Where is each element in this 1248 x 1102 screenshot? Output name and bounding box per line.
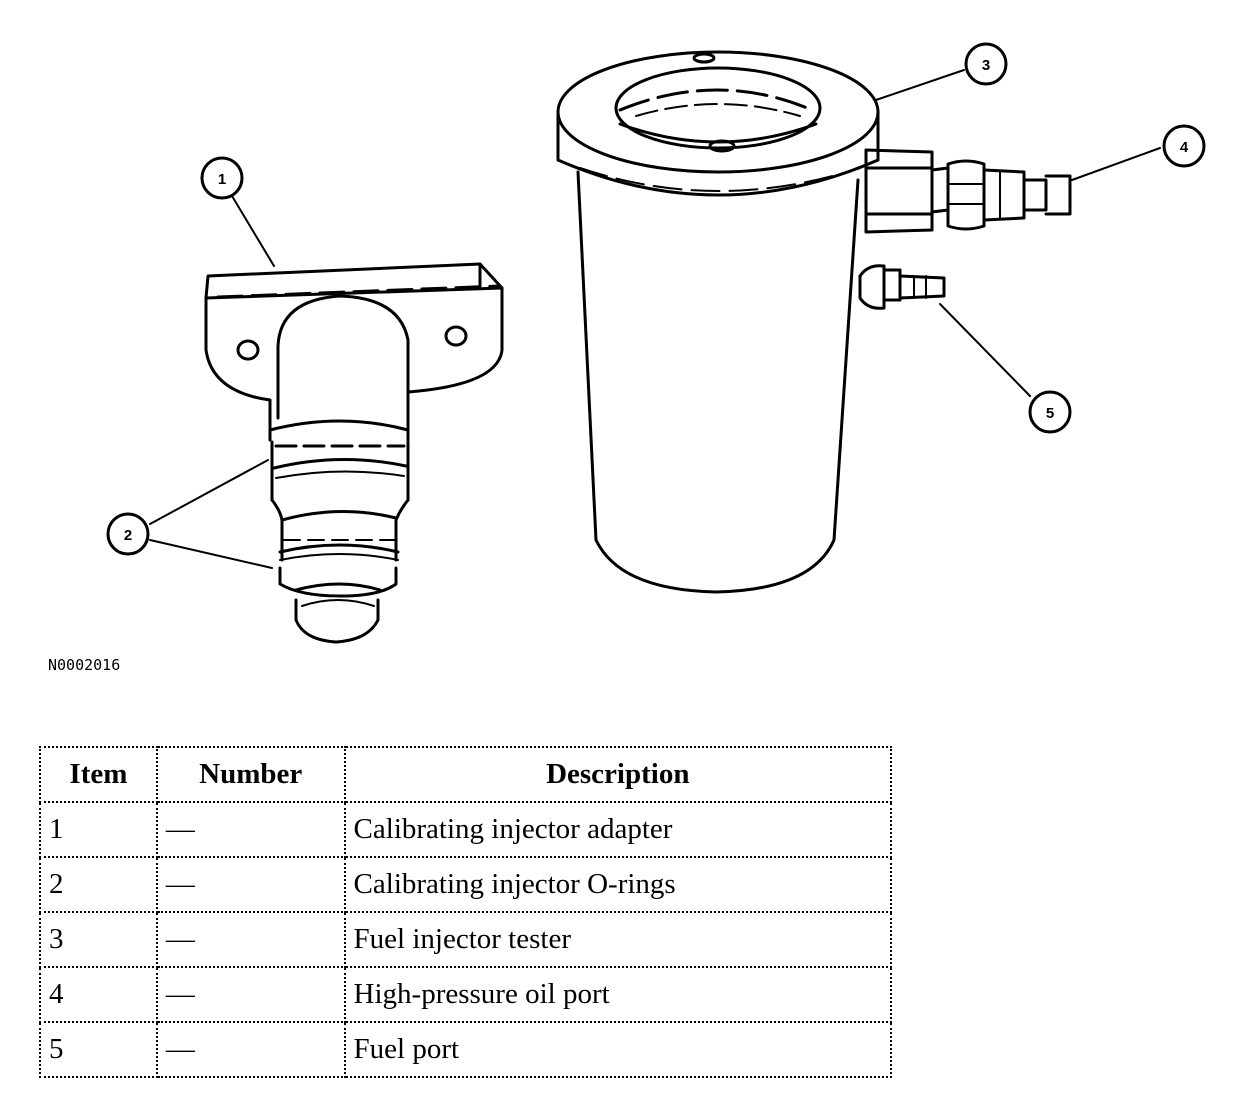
callout-5-label: 5 xyxy=(1046,405,1054,422)
callout-4-label: 4 xyxy=(1180,139,1189,156)
row-number: — xyxy=(155,856,346,913)
figure-code: N0002016 xyxy=(48,656,121,674)
table-row: 4 — High-pressure oil port xyxy=(39,966,893,1023)
table-row: 1 — Calibrating injector adapter xyxy=(39,801,893,858)
callout-3-label: 3 xyxy=(982,57,990,74)
injector-tester-drawing xyxy=(556,50,1072,594)
callout-circles xyxy=(106,42,1206,556)
row-number: — xyxy=(155,801,346,858)
header-item: Item xyxy=(39,746,158,803)
table-row: 2 — Calibrating injector O-rings xyxy=(39,856,893,913)
row-number: — xyxy=(155,1021,346,1078)
callout-5-circle xyxy=(1028,390,1072,434)
row-item: 5 xyxy=(39,1021,158,1078)
injector-adapter-drawing xyxy=(204,262,504,644)
row-description: Fuel injector tester xyxy=(343,911,893,968)
row-description: Calibrating injector adapter xyxy=(343,801,893,858)
table-row: 5 — Fuel port xyxy=(39,1021,893,1078)
header-number: Number xyxy=(155,746,346,803)
header-description: Description xyxy=(343,746,893,803)
callout-1-label: 1 xyxy=(218,171,226,188)
callout-2-circle xyxy=(106,512,150,556)
row-item: 2 xyxy=(39,856,158,913)
row-number: — xyxy=(155,911,346,968)
row-item: 4 xyxy=(39,966,158,1023)
row-item: 1 xyxy=(39,801,158,858)
callout-2-label: 2 xyxy=(124,527,132,544)
table-header-row: Item Number Description xyxy=(39,746,893,803)
leader-lines xyxy=(149,69,1161,569)
callout-3-circle xyxy=(964,42,1008,86)
table-row: 3 — Fuel injector tester xyxy=(39,911,893,968)
callout-1-circle xyxy=(200,156,244,200)
callout-4-circle xyxy=(1162,124,1206,168)
row-description: Calibrating injector O-rings xyxy=(343,856,893,913)
row-description: Fuel port xyxy=(343,1021,893,1078)
row-description: High-pressure oil port xyxy=(343,966,893,1023)
legend-table: Item Number Description 1 — Calibrating … xyxy=(39,746,893,1078)
row-item: 3 xyxy=(39,911,158,968)
row-number: — xyxy=(155,966,346,1023)
tool-illustration: 1 2 3 4 5 xyxy=(106,42,1206,644)
